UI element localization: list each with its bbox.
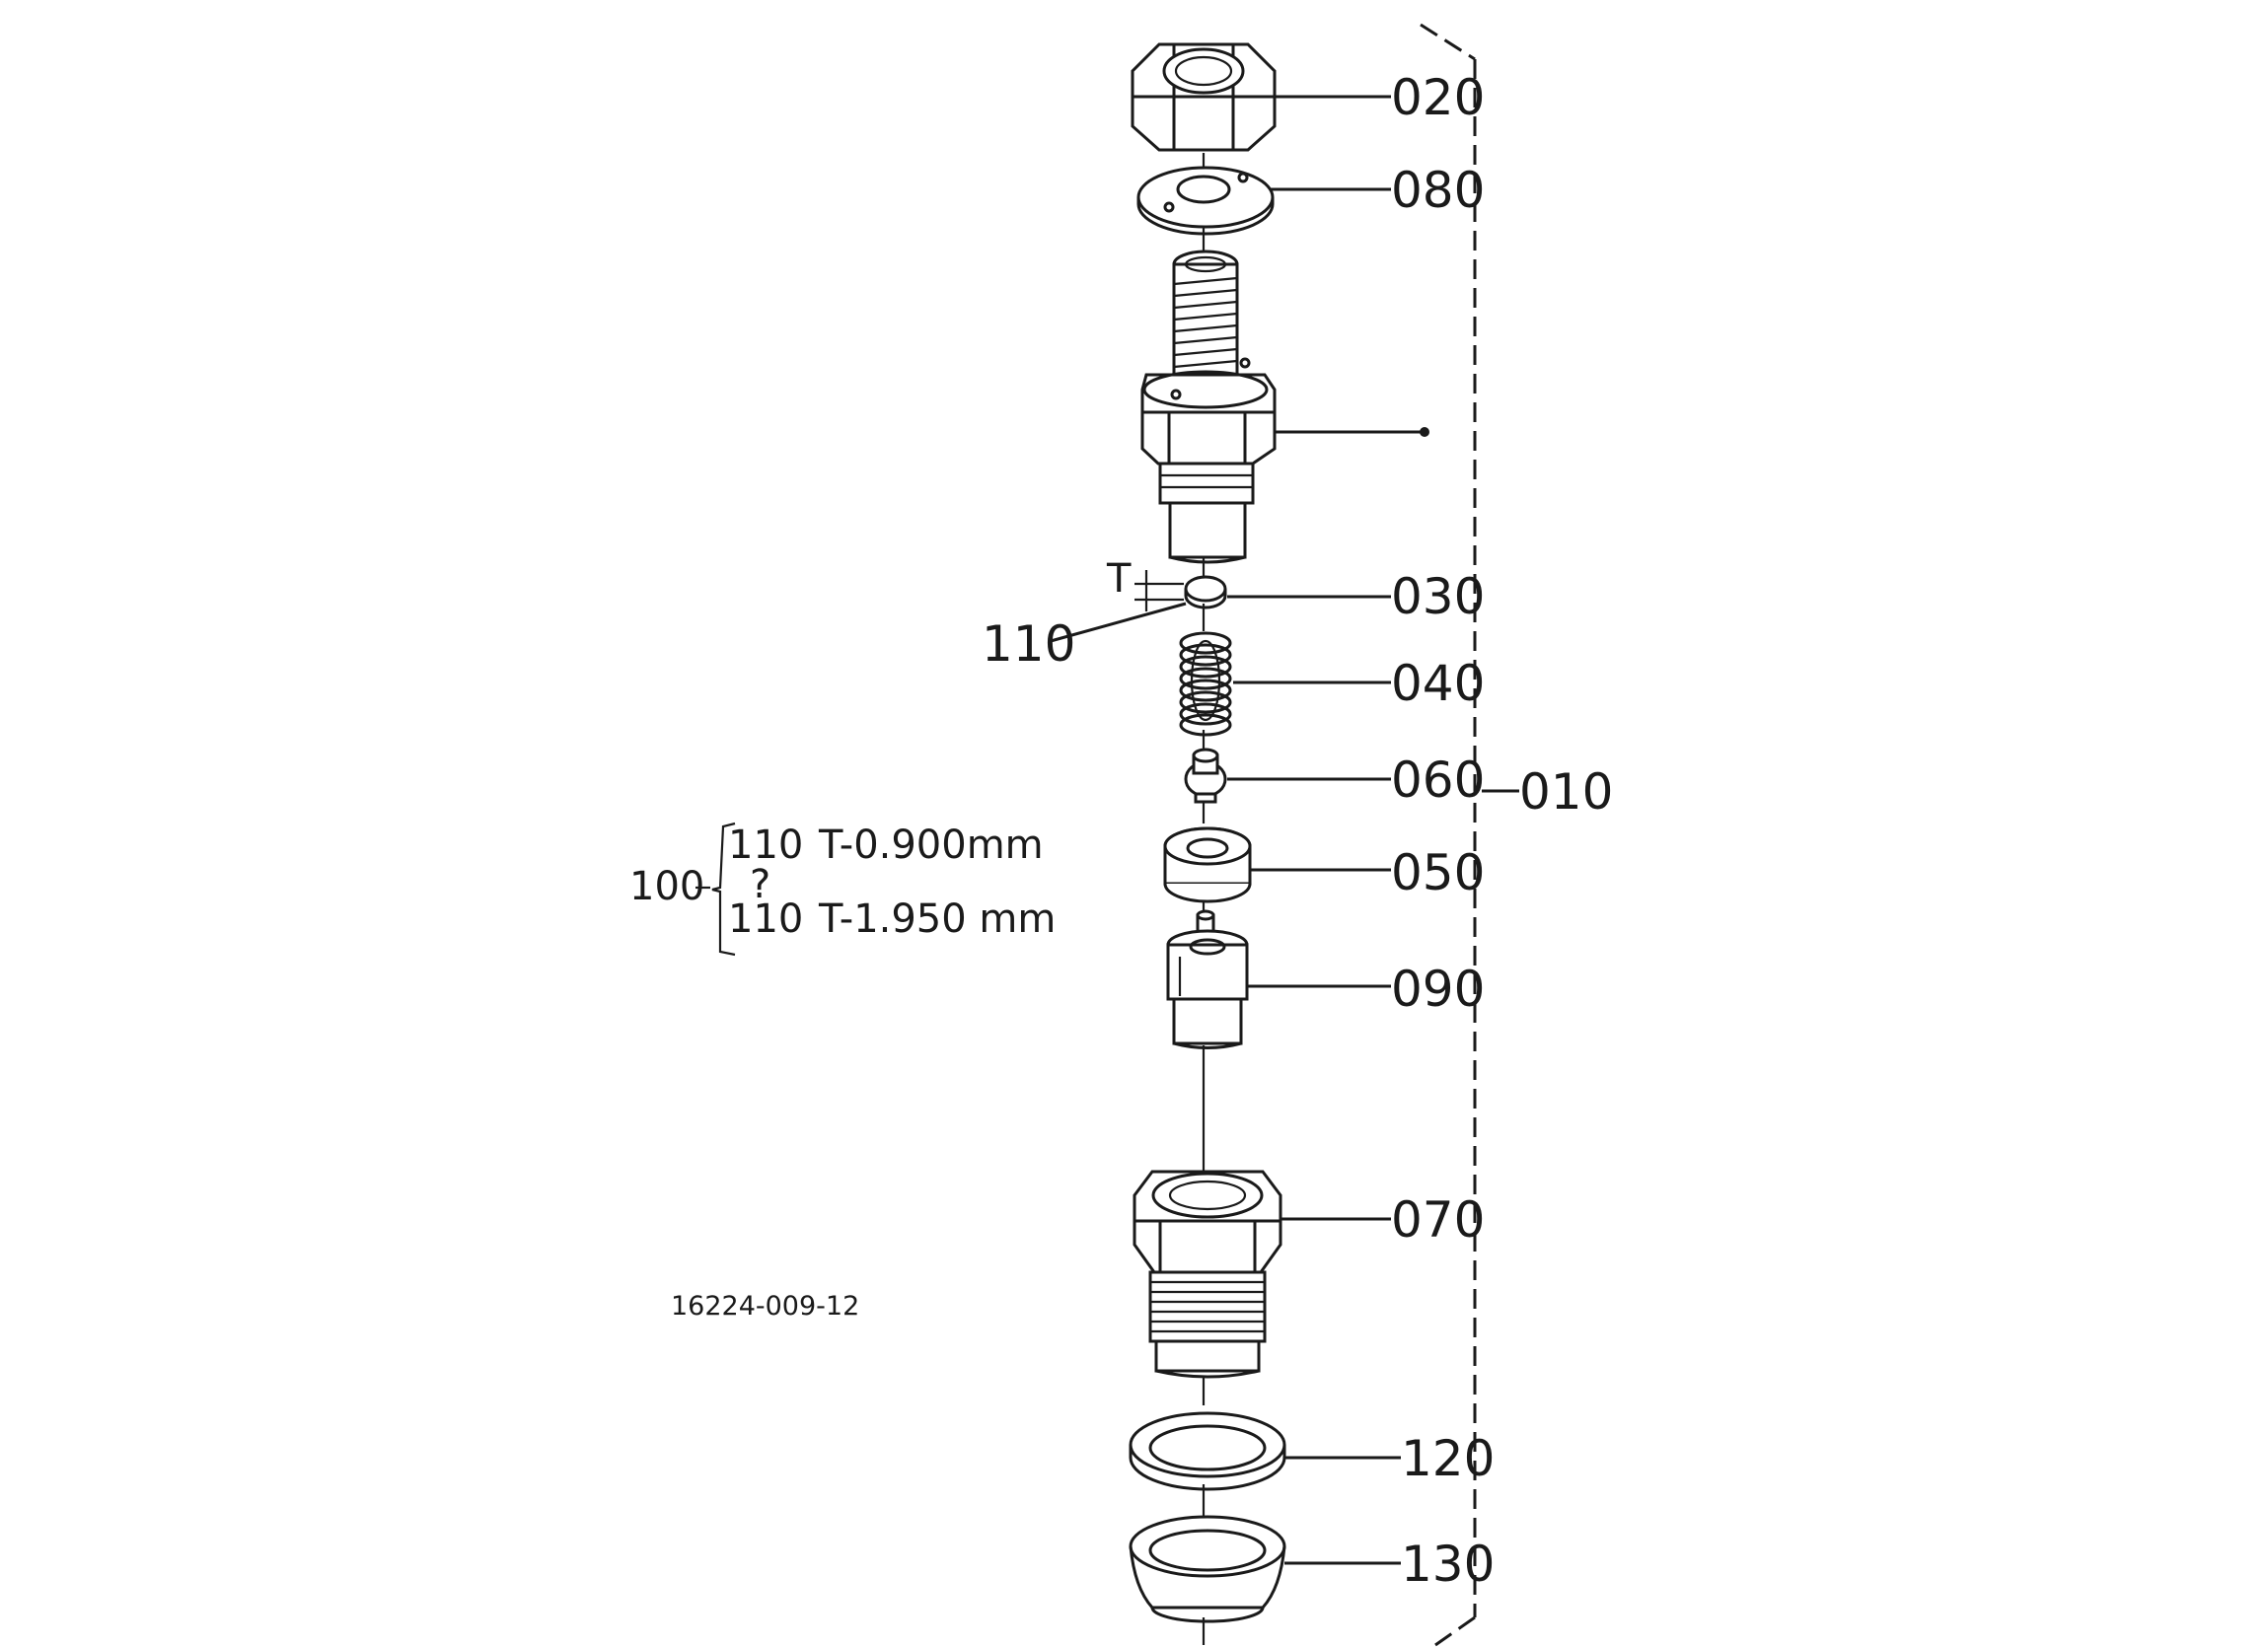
part-070-body [1133,1170,1282,1379]
drawing-number: 16224-009-12 [671,1291,859,1322]
shim-range-separator: ? [750,862,770,907]
part-120-ring [1129,1411,1286,1491]
callout-090: 090 [1391,961,1485,1018]
part-060-stopper [1184,748,1227,804]
part-040-spring [1179,631,1232,737]
callout-120: 120 [1401,1430,1495,1487]
shim-row-1-spec: T-0.900mm [818,823,1044,868]
part-020-hex-nut [1131,42,1277,152]
shim-row-2-part: 110 [728,896,803,942]
leader-lines [1050,95,1519,1565]
dimension-t-label: T [1106,556,1132,602]
callout-110: 110 [982,615,1075,673]
shim-selection-table: 100 110 T-0.900mm ? 110 T-1.950 mm [629,822,1056,957]
shim-row-2-spec: T-1.950 mm [818,896,1056,942]
part-130-sleeve [1129,1515,1286,1623]
callout-020: 020 [1391,69,1485,126]
callout-080: 080 [1391,162,1485,219]
callout-130: 130 [1401,1536,1495,1593]
callout-030: 030 [1391,568,1485,625]
part-050-gasket [1163,826,1252,903]
callout-060: 060 [1391,752,1485,809]
callout-040: 040 [1391,655,1485,712]
part-delivery-valve-holder [1140,250,1277,564]
callout-050: 050 [1391,844,1485,901]
callout-010: 010 [1519,763,1613,821]
part-090-delivery-valve [1166,909,1249,1049]
part-030-shim [1184,575,1227,609]
shim-row-1-part: 110 [728,823,803,868]
assembly-bracket-010 [1420,23,1477,1647]
dimension-t-marker: T [1106,556,1184,611]
shim-group-number: 100 [629,864,704,909]
part-080-washer [1136,166,1275,236]
callout-070: 070 [1391,1191,1485,1249]
